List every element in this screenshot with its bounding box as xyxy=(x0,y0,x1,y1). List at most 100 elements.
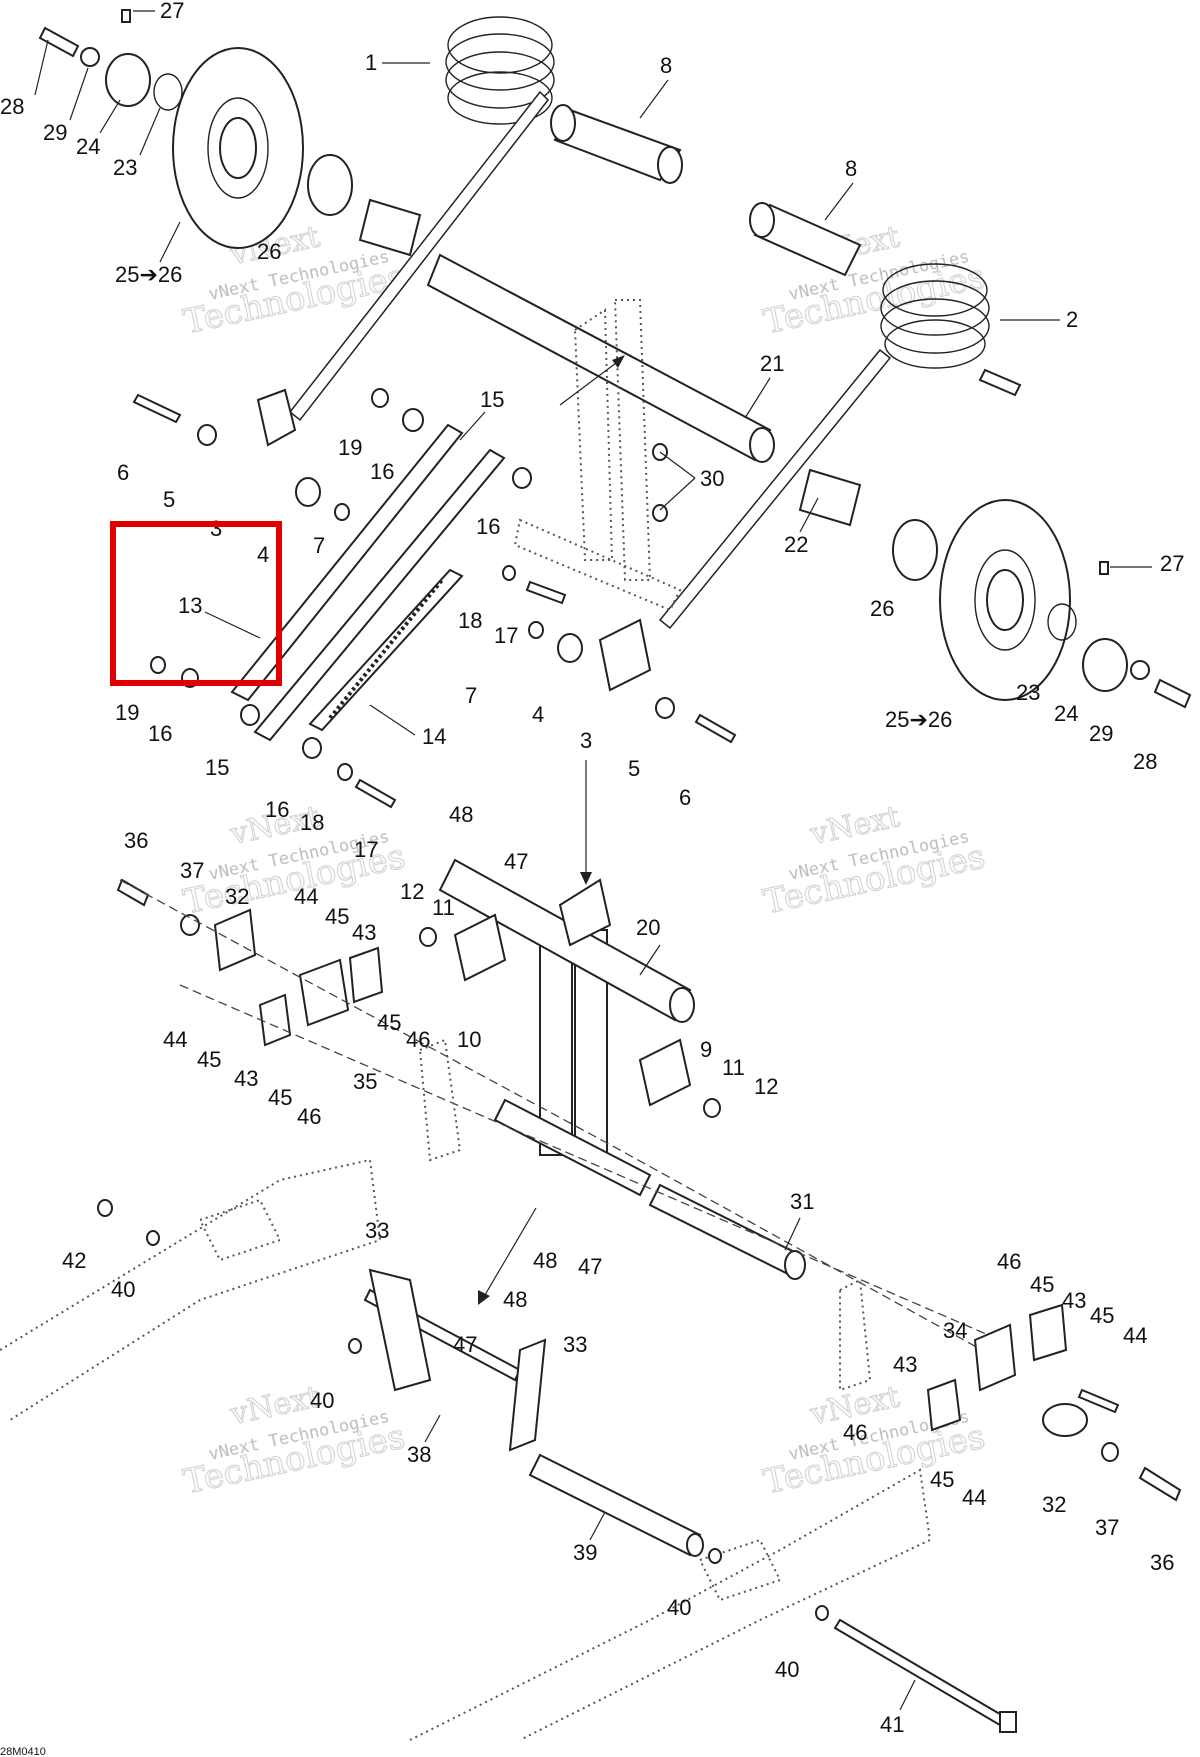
callout-1: 1 xyxy=(365,50,377,75)
callout-27: 27 xyxy=(160,0,184,23)
callout-15-lower: 15 xyxy=(205,755,229,780)
callout-24: 24 xyxy=(76,134,100,159)
callout-32-left: 32 xyxy=(225,884,249,909)
callout-3-left: 3 xyxy=(210,516,222,541)
callout-46-right: 46 xyxy=(997,1249,1021,1274)
callout-47-lower: 47 xyxy=(578,1254,602,1279)
callout-45-upper: 45 xyxy=(325,904,349,929)
rail-left xyxy=(0,1158,382,1421)
callout-4-right: 4 xyxy=(532,702,544,727)
callout-9: 9 xyxy=(700,1037,712,1062)
callout-21: 21 xyxy=(760,351,784,376)
callout-6-right: 6 xyxy=(679,785,691,810)
callout-12-left: 12 xyxy=(400,879,424,904)
link-plates-left xyxy=(132,388,737,809)
callout-16-mid: 16 xyxy=(476,514,500,539)
callout-47-upper: 47 xyxy=(504,849,528,874)
callout-36-left: 36 xyxy=(124,828,148,853)
callout-36-right: 36 xyxy=(1150,1550,1174,1575)
callout-3-right: 3 xyxy=(580,728,592,753)
callout-46-upper: 46 xyxy=(406,1027,430,1052)
callout-44-right-lower: 44 xyxy=(962,1485,986,1510)
callout-26-left: 26 xyxy=(257,239,281,264)
callout-8-lower: 8 xyxy=(845,156,857,181)
callout-24-right: 24 xyxy=(1054,701,1078,726)
callout-45-left: 45 xyxy=(197,1047,221,1072)
callout-29-right: 29 xyxy=(1089,721,1113,746)
callout-26-right: 26 xyxy=(870,596,894,621)
highlight-box-callout-13 xyxy=(110,521,282,686)
callout-27-right: 27 xyxy=(1160,551,1184,576)
callout-33-right: 33 xyxy=(563,1332,587,1357)
callout-23-right: 23 xyxy=(1016,680,1040,705)
callout-34: 34 xyxy=(943,1318,967,1343)
callout-43-upper: 43 xyxy=(352,920,376,945)
callout-20: 20 xyxy=(636,915,660,940)
callout-41: 41 xyxy=(880,1712,904,1737)
callout-33-left: 33 xyxy=(365,1218,389,1243)
callout-10: 10 xyxy=(457,1027,481,1052)
callout-31: 31 xyxy=(790,1189,814,1214)
callout-38: 38 xyxy=(407,1442,431,1467)
callout-5-right: 5 xyxy=(628,756,640,781)
pivot-blocks-left xyxy=(116,878,1001,1361)
upper-arm-assembly xyxy=(426,253,775,612)
callout-19-lower: 19 xyxy=(115,700,139,725)
callout-2: 2 xyxy=(1066,307,1078,332)
callout-42: 42 xyxy=(62,1248,86,1273)
callout-16-lower: 16 xyxy=(148,721,172,746)
callout-40-bottom: 40 xyxy=(775,1657,799,1682)
callout-44-upper: 44 xyxy=(294,884,318,909)
callout-32-right: 32 xyxy=(1042,1492,1066,1517)
callout-25-26-left: 25➔26 xyxy=(115,262,182,287)
callout-45-right-lower: 45 xyxy=(930,1467,954,1492)
callout-15-upper: 15 xyxy=(480,387,504,412)
sleeve-part-8-upper xyxy=(550,104,683,184)
callout-46-lower: 46 xyxy=(297,1104,321,1129)
callout-35: 35 xyxy=(353,1069,377,1094)
callout-7-left: 7 xyxy=(313,533,325,558)
callout-45-lower: 45 xyxy=(268,1085,292,1110)
callout-7-right: 7 xyxy=(465,683,477,708)
callout-6-left: 6 xyxy=(117,460,129,485)
callout-45-mid: 45 xyxy=(377,1010,401,1035)
callout-44-right: 44 xyxy=(1123,1323,1147,1348)
callout-40-right: 40 xyxy=(667,1595,691,1620)
callout-48-upper: 48 xyxy=(449,802,473,827)
callout-29: 29 xyxy=(43,120,67,145)
callout-45-right-upper: 45 xyxy=(1030,1272,1054,1297)
callout-12-right: 12 xyxy=(754,1074,778,1099)
callout-13: 13 xyxy=(178,593,202,618)
callout-30: 30 xyxy=(700,466,724,491)
callout-28: 28 xyxy=(0,94,24,119)
callout-16-bottom: 16 xyxy=(265,797,289,822)
callout-11-right: 11 xyxy=(722,1055,745,1080)
callout-43-left: 43 xyxy=(234,1066,258,1091)
rail-right xyxy=(409,1468,932,1741)
callout-47-bottom: 47 xyxy=(453,1332,477,1357)
callout-18-upper: 18 xyxy=(458,608,482,633)
callout-11-left: 11 xyxy=(432,895,455,920)
spring-right xyxy=(658,263,1022,630)
callout-37-left: 37 xyxy=(180,858,204,883)
callout-23: 23 xyxy=(113,155,137,180)
callout-28-right: 28 xyxy=(1133,749,1157,774)
callout-40-mid: 40 xyxy=(310,1388,334,1413)
callout-16-upper: 16 xyxy=(370,459,394,484)
callout-45-right-mid: 45 xyxy=(1090,1303,1114,1328)
callout-48-bottom: 48 xyxy=(503,1287,527,1312)
callout-22: 22 xyxy=(784,532,808,557)
callout-43-right-upper: 43 xyxy=(1062,1288,1086,1313)
sleeve-part-8-lower xyxy=(749,202,862,277)
callout-17-lower: 17 xyxy=(354,837,378,862)
callout-37-right: 37 xyxy=(1095,1515,1119,1540)
callout-17-upper: 17 xyxy=(494,623,518,648)
callout-44-left: 44 xyxy=(163,1027,187,1052)
callout-43-right-lower: 43 xyxy=(893,1352,917,1377)
lower-arm-assembly xyxy=(419,858,806,1280)
idler-wheel-right xyxy=(798,468,1192,709)
callout-46-45-right: 46 xyxy=(843,1420,867,1445)
callout-18-lower: 18 xyxy=(300,810,324,835)
idler-wheel-left xyxy=(38,9,422,257)
